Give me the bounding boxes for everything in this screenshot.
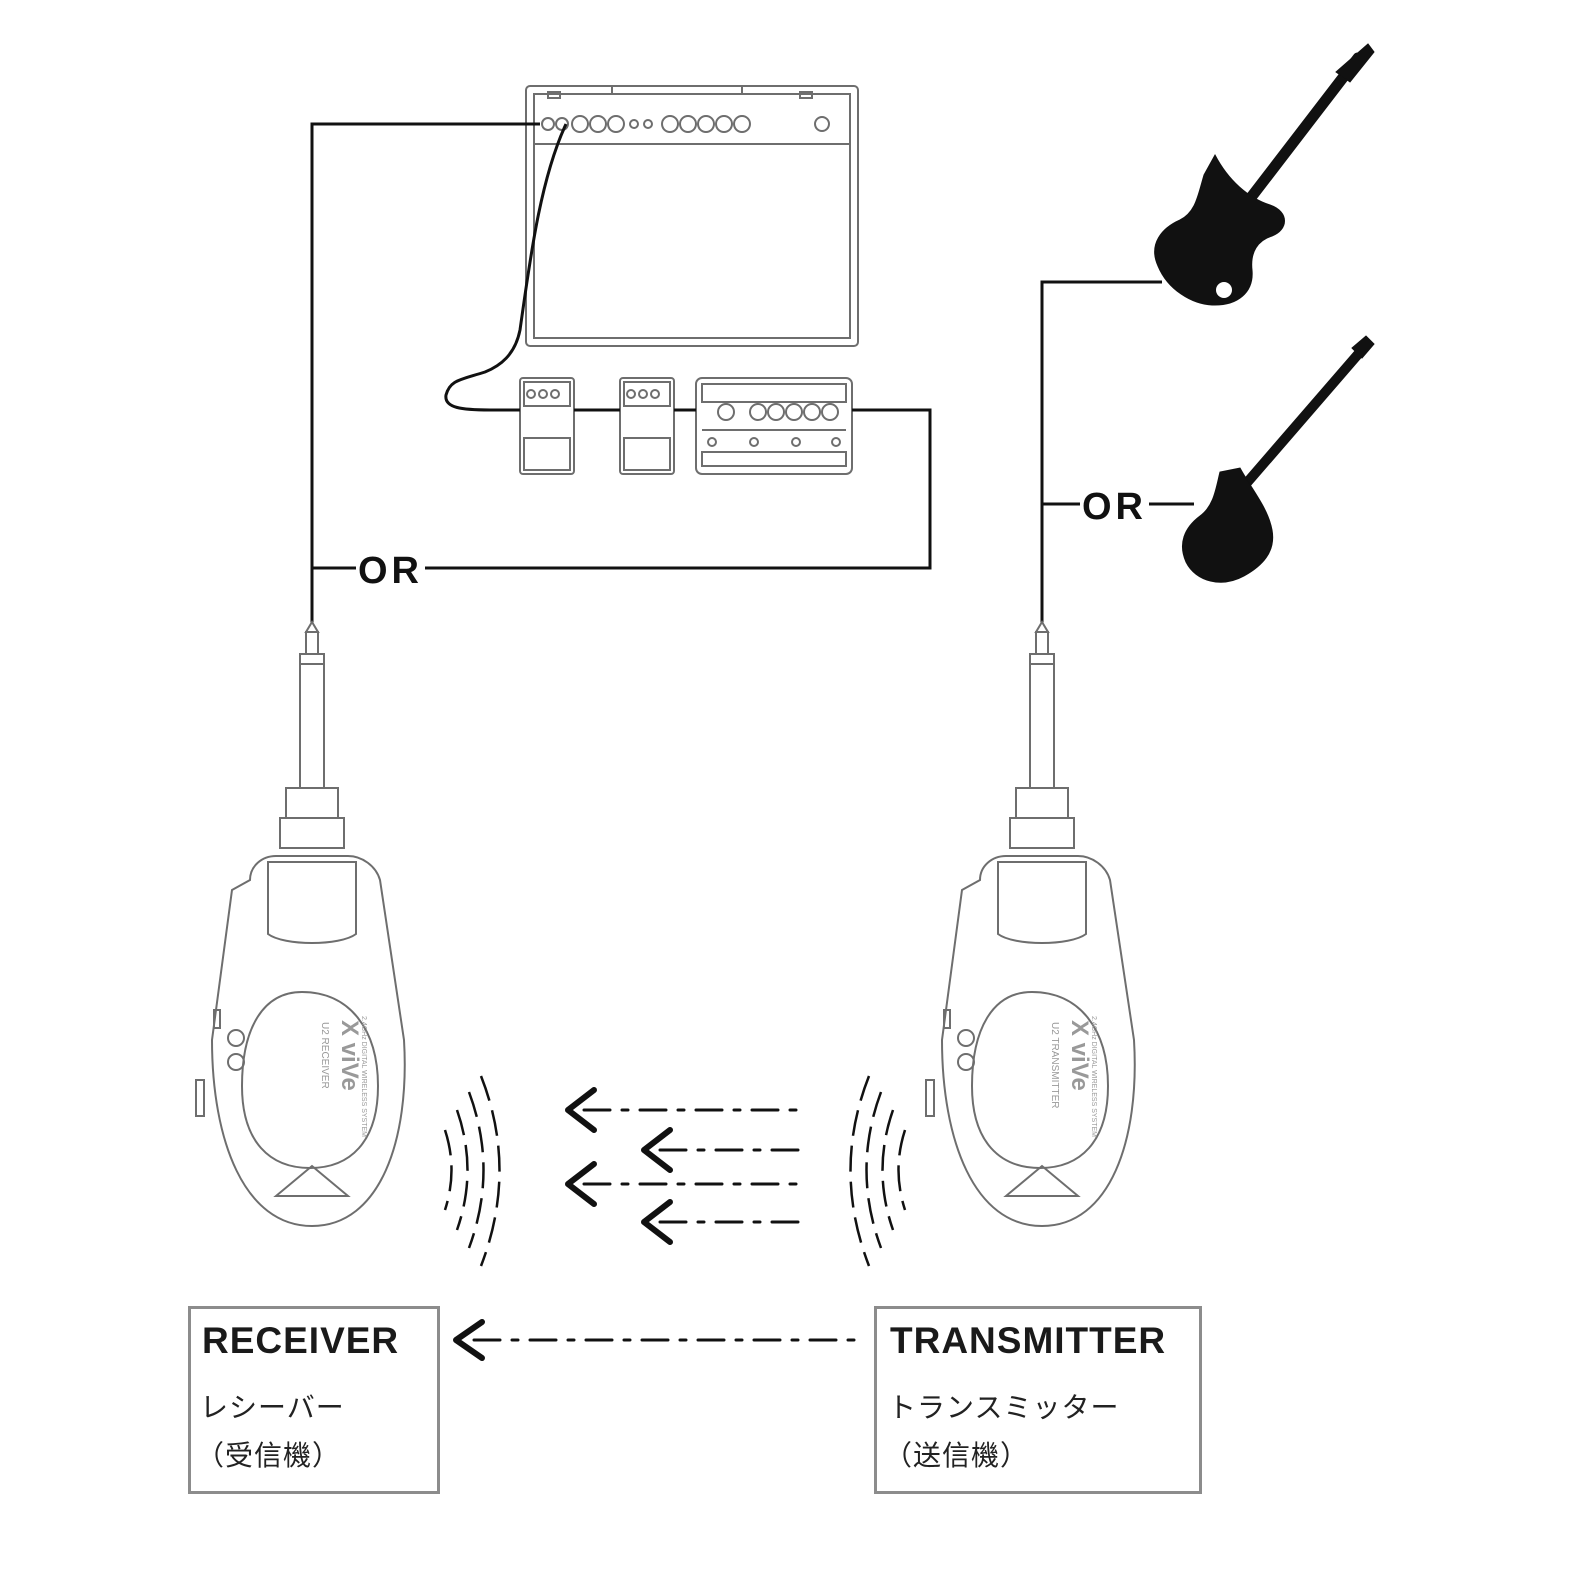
signal-arrow-left-icon — [565, 1161, 804, 1207]
transmitter-legend-box — [874, 1306, 1202, 1494]
pedal-1-icon — [519, 377, 575, 475]
guitar-or-label: OR — [1080, 486, 1149, 528]
electric-guitar-icon — [1154, 43, 1375, 306]
transmitter-model: U2 TRANSMITTER — [1049, 1022, 1060, 1109]
bass-guitar-icon — [1182, 335, 1375, 583]
receiver-signal-waves-icon — [443, 1075, 501, 1267]
transmitter-legend-jp-desc: （送信機） — [884, 1439, 1030, 1472]
multi-effects-pedal-icon — [695, 377, 853, 475]
transmitter-logo: X viVe — [1066, 1020, 1093, 1091]
legend-arrow-left-icon — [453, 1319, 862, 1361]
signal-arrow-left-icon — [641, 1127, 804, 1173]
transmitter-legend-title: TRANSMITTER — [890, 1320, 1167, 1361]
receiver-logo: X viVe — [336, 1020, 363, 1091]
receiver-model: U2 RECEIVER — [319, 1022, 330, 1089]
transmitter-legend-jp-name: トランスミッター — [888, 1391, 1120, 1424]
receiver-legend-title: RECEIVER — [202, 1320, 400, 1361]
amplifier-icon — [525, 85, 859, 347]
signal-arrow-left-icon — [641, 1199, 804, 1245]
pedal-2-icon — [619, 377, 675, 475]
transmitter-signal-waves-icon — [849, 1075, 907, 1267]
amp-cables — [310, 122, 932, 625]
amp-or-label: OR — [356, 550, 425, 592]
guitar-cables — [1040, 280, 1194, 625]
signal-arrow-left-icon — [565, 1087, 804, 1133]
signal-arrows — [453, 1087, 862, 1361]
receiver-legend-jp-desc: （受信機） — [196, 1439, 342, 1472]
receiver-system-label: 2.4GHz DIGITAL WIRELESS SYSTEM — [360, 1016, 367, 1137]
receiver-device-icon — [195, 620, 406, 1228]
receiver-legend-box — [188, 1306, 440, 1494]
amp-knobs — [541, 115, 830, 133]
receiver-legend-jp-name: レシーバー — [200, 1391, 345, 1424]
transmitter-system-label: 2.4GHz DIGITAL WIRELESS SYSTEM — [1090, 1016, 1097, 1137]
transmitter-device-icon — [925, 620, 1136, 1228]
